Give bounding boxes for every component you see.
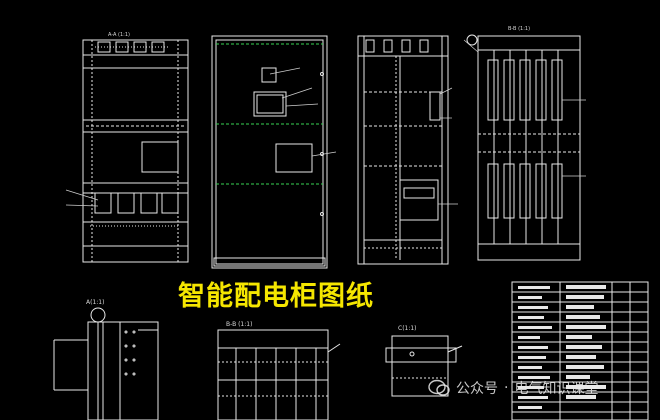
detail-right-label: C(1:1) <box>398 325 417 332</box>
watermark-separator: · <box>504 380 509 396</box>
bom-table <box>511 281 649 420</box>
cabinet-side-view <box>357 35 449 265</box>
cabinet-front-view-1 <box>82 39 189 263</box>
watermark-platform: 公众号 <box>456 381 498 397</box>
view-1-label: A-A (1:1) <box>108 32 130 38</box>
watermark-account: 电气知识课堂 <box>514 381 599 397</box>
detail-left-dots <box>124 330 136 376</box>
drawing-title: 智能配电柜图纸 <box>178 281 374 312</box>
wechat-icon <box>428 379 450 396</box>
detail-view-right <box>385 335 463 397</box>
leader-lines <box>65 39 586 207</box>
detail-center-label: B-B (1:1) <box>226 321 252 328</box>
cabinet-front-view-2 <box>211 35 328 269</box>
view-4-label: B-B (1:1) <box>508 26 530 32</box>
detail-left-label: A(1:1) <box>86 299 104 306</box>
detail-view-left <box>53 307 159 420</box>
bom-table-text-blocks <box>518 285 606 409</box>
detail-view-center <box>217 329 341 420</box>
cabinet-rear-view <box>466 34 581 261</box>
wechat-watermark: 公众号 · 电气知识课堂 <box>428 378 598 398</box>
